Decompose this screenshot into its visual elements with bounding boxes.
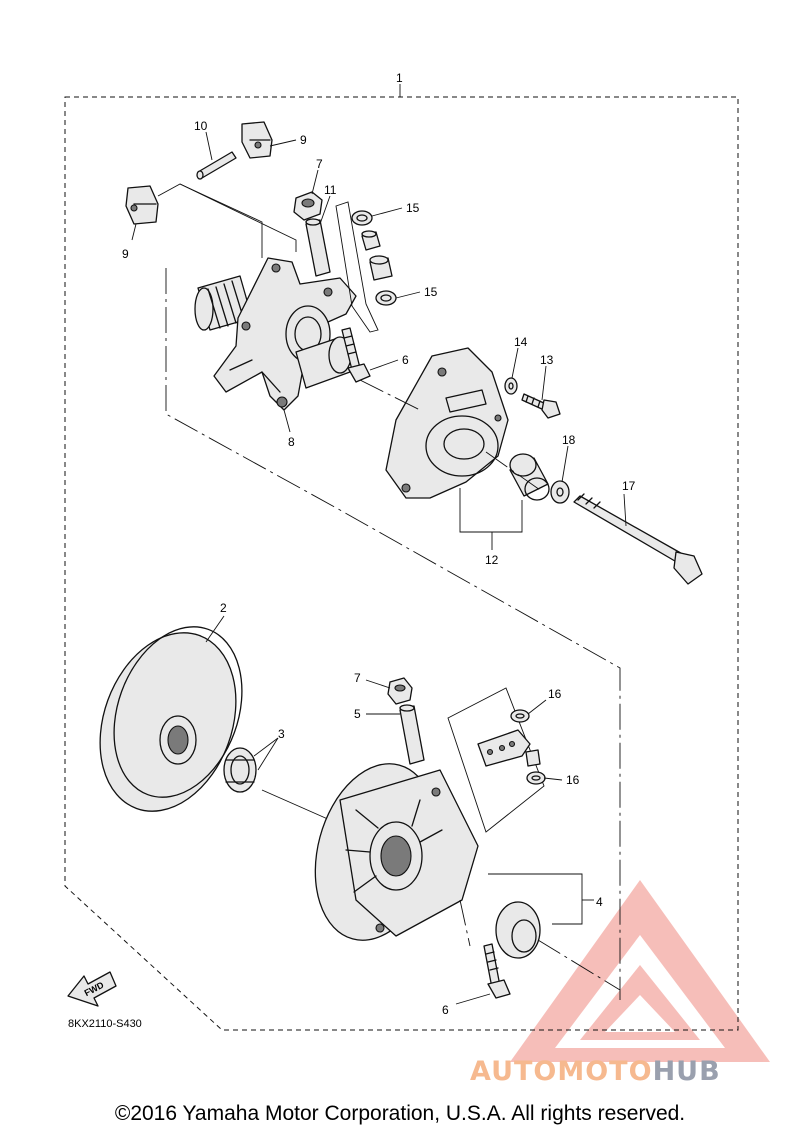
cap-plate [385,347,509,499]
copyright-notice: ©2016 Yamaha Motor Corporation, U.S.A. A… [114,1102,686,1125]
callout-15-bottom: 15 [424,285,438,299]
nut-part [293,191,323,221]
pin-part [196,151,237,180]
callout-17: 17 [622,479,636,493]
callout-7-top: 7 [316,157,323,171]
bushing-part [369,255,393,281]
washer-part [375,290,397,306]
callout-10: 10 [194,119,208,133]
diagram-code: 8KX2110-S430 [68,1018,142,1030]
bushing-part [223,747,257,793]
bolt-part [341,327,371,383]
watermark-part-a: AUTOMOTO [470,1056,653,1087]
collar-part [399,704,425,765]
watermark-text: AUTOMOTOHUB [470,1056,721,1087]
washer-part [351,210,373,226]
callout-6-top: 6 [402,353,409,367]
callout-16-top: 16 [548,687,562,701]
callout-8: 8 [288,435,295,449]
callout-2: 2 [220,601,227,615]
roller-block-top [241,121,273,159]
callout-3: 3 [278,727,285,741]
spider-hub [194,257,357,411]
fwd-arrow-icon: FWD [67,971,117,1007]
callout-12: 12 [485,553,499,567]
bushing-part [525,749,541,767]
callout-11: 11 [324,183,337,197]
callout-15-top: 15 [406,201,420,215]
bushing-part [509,453,550,501]
callout-5: 5 [354,707,361,721]
washer-part [550,480,570,504]
collar-part [305,218,331,277]
callout-4: 4 [596,895,603,909]
washer-part [526,771,546,785]
callout-7-bottom: 7 [354,671,361,685]
bolt-part [573,493,703,585]
fixed-sheave [99,626,243,812]
washer-part [510,709,530,723]
callout-9-top: 9 [300,133,307,147]
watermark-part-b: HUB [652,1056,721,1087]
callout-16-bottom: 16 [566,773,580,787]
bolt-part [521,393,561,419]
bushing-part [361,230,381,251]
callout-14: 14 [514,335,528,349]
nut-part [387,677,413,705]
bolt-part [483,943,511,999]
movable-sheave [314,763,479,941]
callout-1: 1 [396,71,403,85]
bushing-part [495,901,541,959]
assembly-boundary [64,96,739,1031]
callout-18: 18 [562,433,576,447]
callout-6-bottom: 6 [442,1003,449,1017]
callout-13: 13 [540,353,554,367]
washer-part [504,377,518,395]
callout-9-left: 9 [122,247,129,261]
roller-block-left [125,185,159,225]
triangle-logo-icon [510,880,770,1062]
roller-arm [477,729,531,767]
